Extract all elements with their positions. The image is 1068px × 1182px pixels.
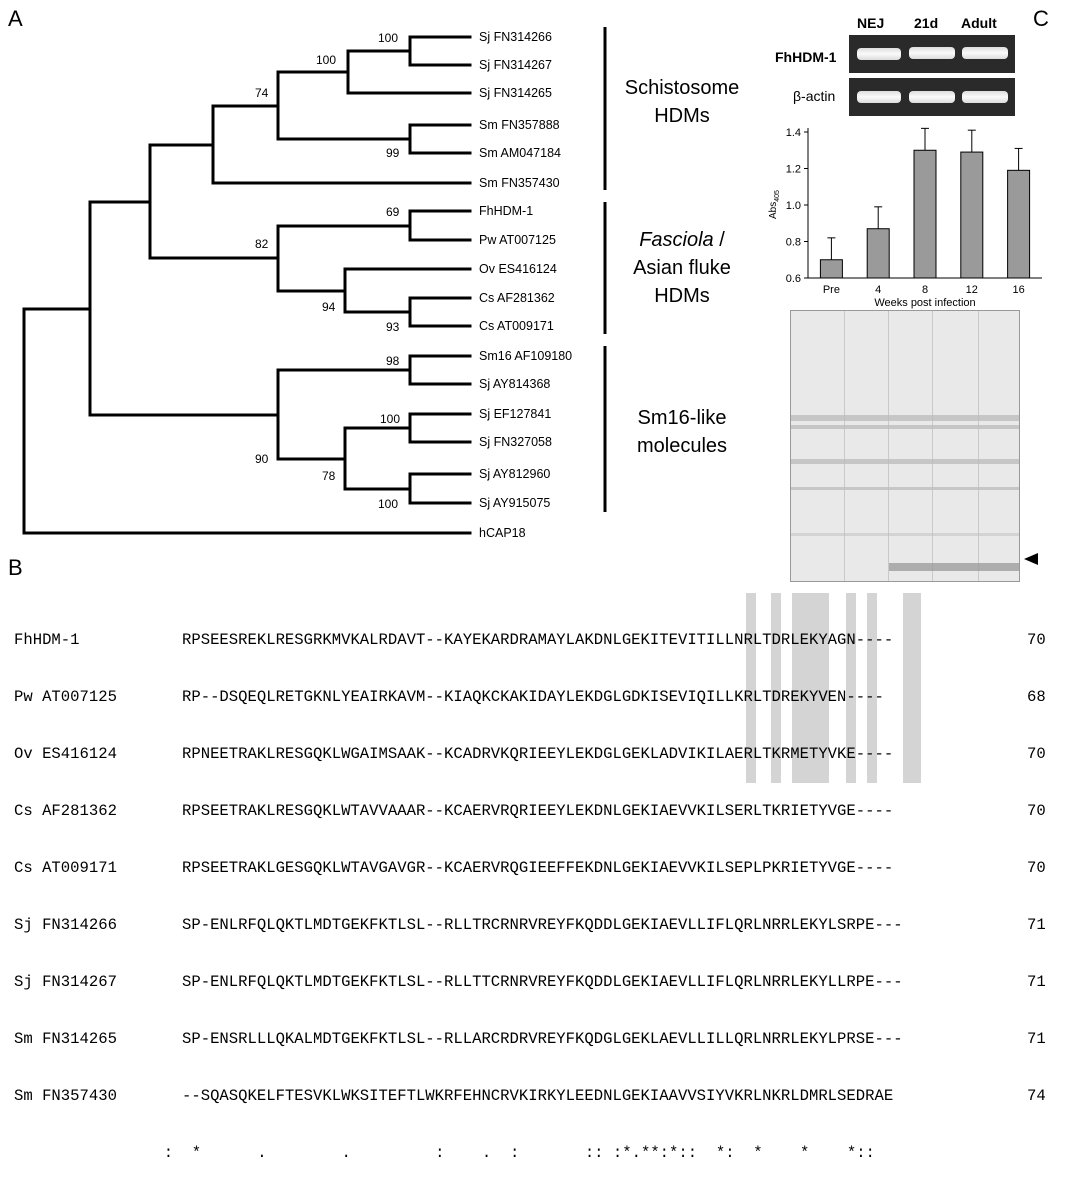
leaf-label: Sj FN314266 bbox=[479, 30, 552, 44]
leaf-label: Sj AY814368 bbox=[479, 377, 550, 391]
y-tick-label: 1.2 bbox=[786, 164, 801, 176]
x-tick-label: Pre bbox=[823, 284, 840, 296]
x-tick-label: 16 bbox=[1012, 284, 1024, 296]
western-blot-image bbox=[790, 310, 1020, 582]
bootstrap-values: 100 100 74 99 69 82 94 93 98 90 100 78 1… bbox=[255, 31, 400, 511]
leaf-label: Ov ES416124 bbox=[479, 262, 557, 276]
y-tick-label: 0.6 bbox=[786, 273, 801, 285]
gel-actin-image bbox=[849, 78, 1015, 116]
alignment-highlight bbox=[792, 593, 829, 783]
gel-fhhdm1-image bbox=[849, 35, 1015, 73]
bar bbox=[913, 149, 937, 279]
group-label-fasciola: Fasciola / Asian fluke HDMs bbox=[633, 229, 731, 307]
x-axis-title: Weeks post infection bbox=[874, 297, 975, 309]
alignment-highlight bbox=[846, 593, 856, 783]
leaf-label: Sj FN314265 bbox=[479, 86, 552, 100]
arrow-icon bbox=[1024, 553, 1038, 565]
tree-leaf-labels: Sj FN314266 Sj FN314267 Sj FN314265 Sm F… bbox=[479, 30, 572, 540]
gel-row-label: β-actin bbox=[793, 88, 836, 104]
bar bbox=[960, 151, 984, 279]
leaf-label: Sm16 AF109180 bbox=[479, 349, 572, 363]
bootstrap-value: 74 bbox=[255, 86, 269, 100]
y-axis-title: Abs405 bbox=[768, 190, 781, 219]
panel-label-a: A bbox=[8, 6, 23, 31]
leaf-label: Sm FN357888 bbox=[479, 118, 560, 132]
gel-column-label: 21d bbox=[914, 15, 939, 31]
bootstrap-value: 82 bbox=[255, 237, 269, 251]
leaf-label: Sm AM047184 bbox=[479, 146, 561, 160]
y-axis-title-subscript: 405 bbox=[774, 190, 781, 202]
bootstrap-value: 100 bbox=[316, 53, 336, 67]
bootstrap-value: 69 bbox=[386, 205, 400, 219]
gel-column-label: Adult bbox=[961, 15, 997, 31]
bar bbox=[819, 259, 843, 279]
alignment-highlight bbox=[771, 593, 781, 783]
alignment-highlight bbox=[746, 593, 756, 783]
bootstrap-value: 93 bbox=[386, 320, 400, 334]
bootstrap-value: 90 bbox=[255, 452, 269, 466]
panel-label-c: C bbox=[1033, 6, 1049, 31]
y-tick-label: 0.8 bbox=[786, 237, 801, 249]
gel-column-label: NEJ bbox=[857, 15, 885, 31]
x-tick-label: 4 bbox=[875, 284, 881, 296]
bar bbox=[866, 228, 890, 279]
group-label-schistosome: Schistosome HDMs bbox=[624, 77, 740, 127]
x-tick-label: 12 bbox=[966, 284, 978, 296]
leaf-label: Sj AY812960 bbox=[479, 467, 550, 481]
bootstrap-value: 98 bbox=[386, 354, 400, 368]
bootstrap-value: 100 bbox=[378, 497, 398, 511]
group-label-sm16: Sm16-like molecules bbox=[636, 407, 728, 457]
bootstrap-value: 99 bbox=[386, 146, 400, 160]
leaf-label: Sm FN357430 bbox=[479, 176, 560, 190]
leaf-label: Sj FN314267 bbox=[479, 58, 552, 72]
gel-row-label: FhHDM-1 bbox=[775, 49, 837, 65]
alignment-consensus: : * . . : . : :: :*.**:*:: *: * * *:: bbox=[14, 1144, 875, 1162]
y-tick-label: 1.4 bbox=[786, 127, 801, 139]
leaf-label: FhHDM-1 bbox=[479, 204, 533, 218]
y-tick-label: 1.0 bbox=[786, 200, 801, 212]
leaf-label: Sj AY915075 bbox=[479, 496, 550, 510]
bootstrap-value: 94 bbox=[322, 300, 336, 314]
alignment-highlight bbox=[903, 593, 921, 783]
bootstrap-value: 100 bbox=[380, 412, 400, 426]
leaf-label: hCAP18 bbox=[479, 526, 526, 540]
leaf-label: Sj EF127841 bbox=[479, 407, 551, 421]
bootstrap-value: 78 bbox=[322, 469, 336, 483]
panel-label-b: B bbox=[8, 555, 23, 580]
alignment-row: Sm FN357430--SQASQKELFTESVKLWKSITEFTLWKR… bbox=[14, 1087, 1046, 1105]
alignment-highlight bbox=[867, 593, 877, 783]
x-tick-label: 8 bbox=[922, 284, 928, 296]
bootstrap-value: 100 bbox=[378, 31, 398, 45]
phylogenetic-tree: Sj FN314266 Sj FN314267 Sj FN314265 Sm F… bbox=[22, 27, 607, 540]
leaf-label: Cs AT009171 bbox=[479, 319, 554, 333]
leaf-label: Pw AT007125 bbox=[479, 233, 556, 247]
bar bbox=[1007, 169, 1031, 279]
leaf-label: Sj FN327058 bbox=[479, 435, 552, 449]
leaf-label: Cs AF281362 bbox=[479, 291, 555, 305]
